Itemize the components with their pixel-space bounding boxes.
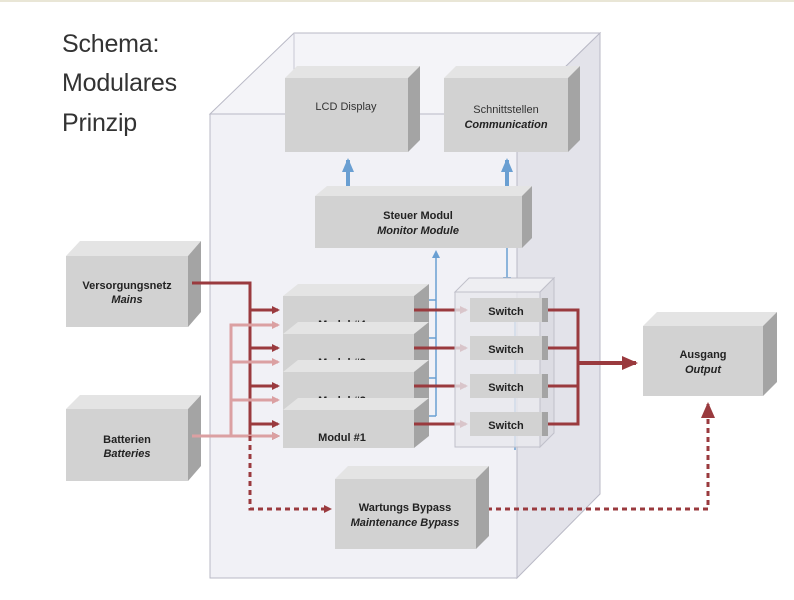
- lcd-display-label: LCD Display: [315, 101, 377, 113]
- switch-2-label: Switch: [488, 382, 524, 394]
- switch-1: Switch: [470, 412, 548, 436]
- title-line-1: Schema:: [62, 30, 160, 58]
- batteries-block: Batterien Batteries: [66, 395, 201, 481]
- bypass-wiring: [248, 402, 715, 513]
- lcd-display-block: LCD Display: [285, 66, 420, 152]
- output-block: Ausgang Output: [643, 312, 777, 396]
- monitor-module-sublabel: Monitor Module: [377, 225, 459, 237]
- monitor-module-block: Steuer Modul Monitor Module: [315, 186, 532, 248]
- batteries-label: Batterien: [103, 434, 151, 446]
- title-line-3: Prinzip: [62, 109, 138, 137]
- interfaces-label: Schnittstellen: [473, 104, 538, 116]
- batteries-sublabel: Batteries: [103, 448, 150, 460]
- battery-wiring: [192, 321, 280, 440]
- output-wiring: [548, 308, 638, 426]
- mains-sublabel: Mains: [111, 294, 142, 306]
- maintenance-bypass-block: Wartungs Bypass Maintenance Bypass: [335, 466, 489, 549]
- title-line-2: Modulares: [62, 69, 177, 97]
- output-label: Ausgang: [679, 349, 726, 361]
- monitor-module-label: Steuer Modul: [383, 210, 453, 222]
- switch-3-label: Switch: [488, 344, 524, 356]
- interfaces-sublabel: Communication: [464, 119, 547, 131]
- mains-block: Versorgungsnetz Mains: [66, 241, 201, 327]
- switch-2: Switch: [470, 374, 548, 398]
- top-divider: [0, 0, 794, 2]
- output-sublabel: Output: [685, 364, 722, 376]
- bypass-label: Wartungs Bypass: [359, 502, 452, 514]
- switch-1-label: Switch: [488, 420, 524, 432]
- mains-label: Versorgungsnetz: [82, 280, 172, 292]
- bypass-sublabel: Maintenance Bypass: [351, 517, 460, 529]
- interfaces-block: Schnittstellen Communication: [444, 66, 580, 152]
- module-1: Modul #1: [283, 398, 429, 448]
- module-1-label: Modul #1: [318, 432, 366, 444]
- switch-4-label: Switch: [488, 306, 524, 318]
- switch-3: Switch: [470, 336, 548, 360]
- switch-4: Switch: [470, 298, 548, 322]
